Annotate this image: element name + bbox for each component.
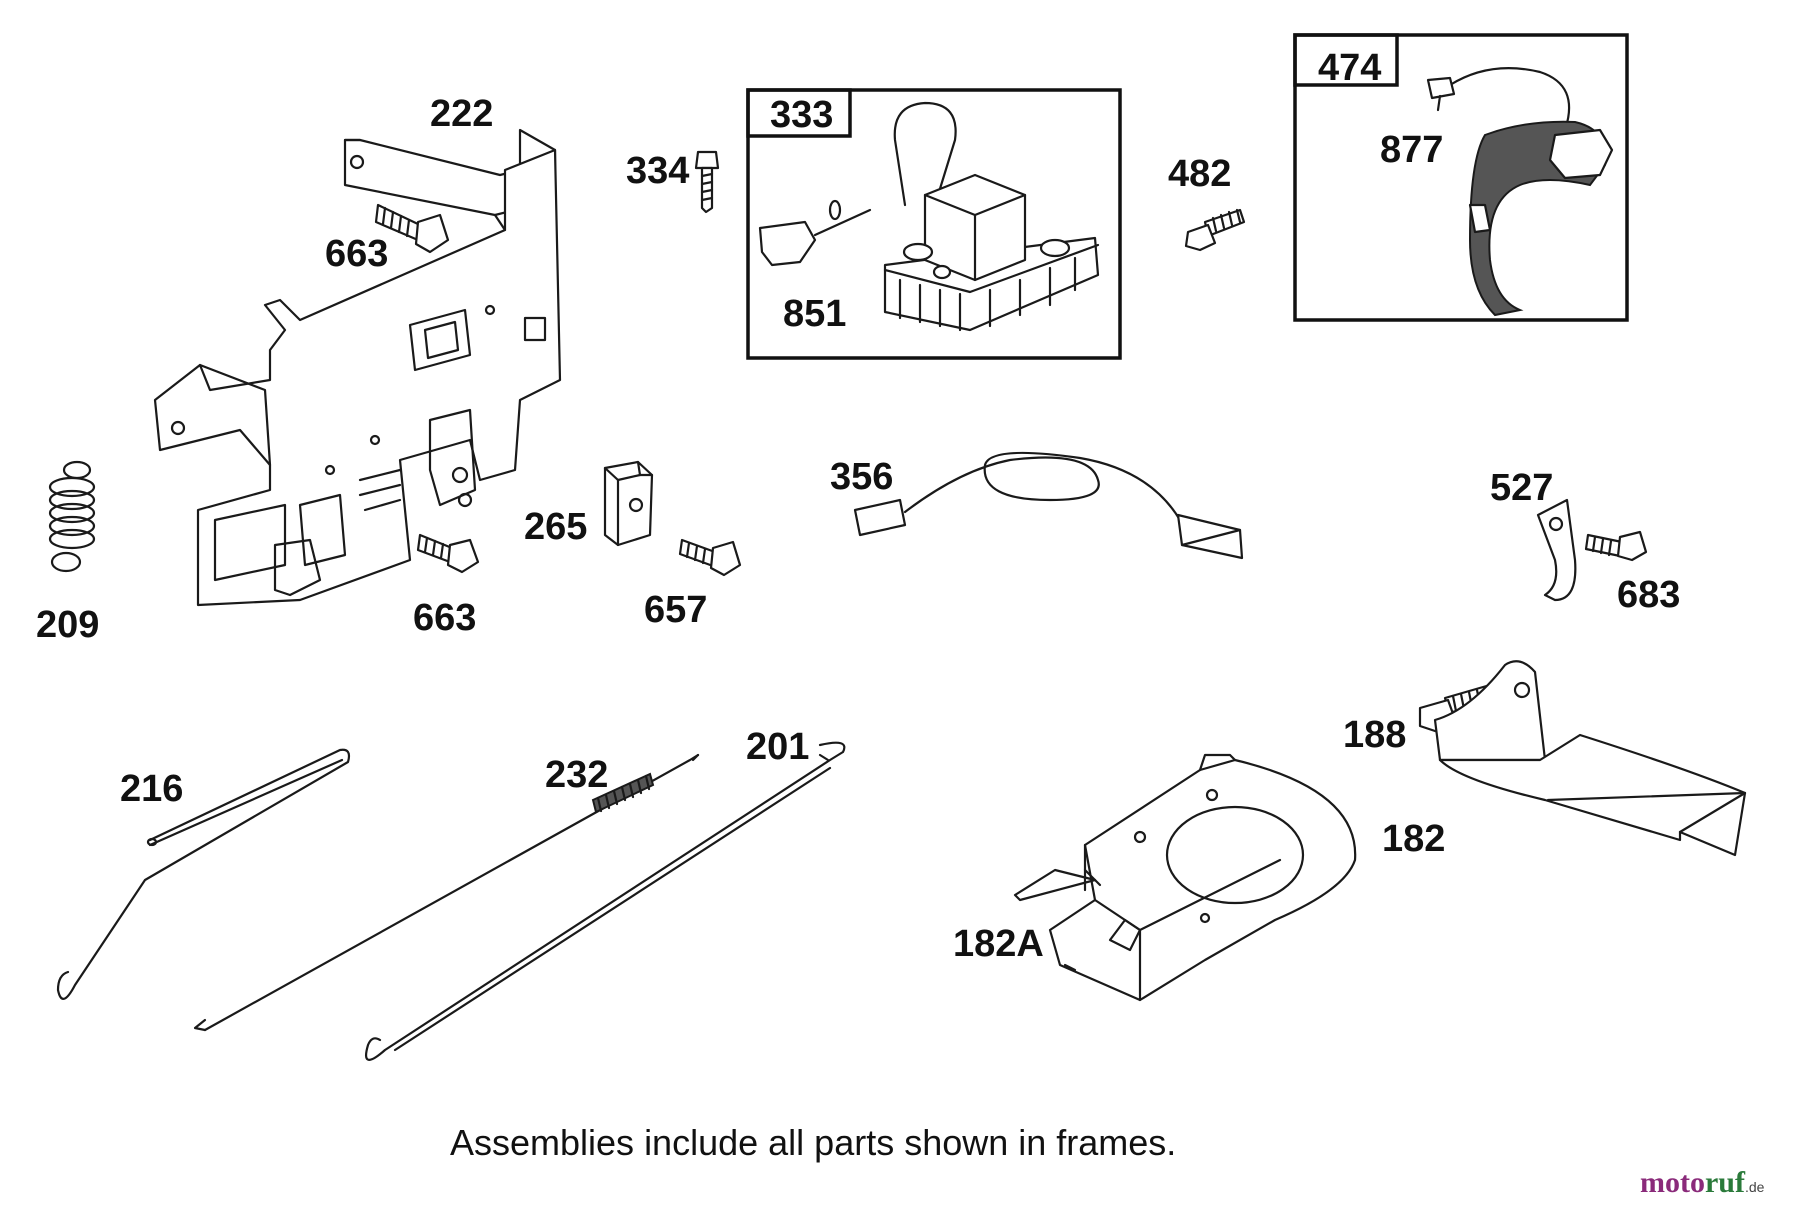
watermark-logo: motoruf.de (1640, 1166, 1765, 1199)
bracket-182a-drawing (1013, 753, 1357, 1002)
part-label-222: 222 (430, 93, 493, 135)
part-label-663-upper: 663 (325, 233, 388, 275)
part-label-683: 683 (1617, 574, 1680, 616)
part-label-851: 851 (783, 293, 846, 335)
frame-label-333: 333 (770, 94, 833, 136)
link-232-drawing (193, 753, 700, 1032)
part-label-216: 216 (120, 768, 183, 810)
clip-265-drawing (603, 460, 654, 547)
part-label-527: 527 (1490, 467, 1553, 509)
part-label-201: 201 (746, 726, 809, 768)
part-label-265: 265 (524, 506, 587, 548)
diagram-caption: Assemblies include all parts shown in fr… (450, 1122, 1176, 1163)
part-label-877: 877 (1380, 129, 1443, 171)
frame-333-drawing (746, 88, 1122, 360)
screw-683-drawing (1584, 530, 1648, 562)
screw-663-lower-drawing (416, 533, 480, 574)
clamp-527-drawing (1536, 498, 1577, 602)
part-label-663-lower: 663 (413, 597, 476, 639)
screw-663-upper-drawing (374, 203, 450, 254)
watermark-moto: moto (1640, 1166, 1705, 1199)
bracket-182-drawing (1433, 660, 1747, 857)
screw-334-drawing (694, 150, 720, 214)
spring-209-drawing (48, 460, 96, 573)
screw-482-drawing (1184, 208, 1246, 252)
part-label-657: 657 (644, 589, 707, 631)
watermark-ruf: ruf (1705, 1166, 1746, 1199)
part-label-482: 482 (1168, 153, 1231, 195)
link-216-drawing (56, 748, 351, 1000)
part-label-182: 182 (1382, 818, 1445, 860)
frame-label-474: 474 (1318, 47, 1381, 89)
wire-356-drawing (853, 451, 1244, 560)
part-label-356: 356 (830, 456, 893, 498)
svg-text:motoruf.de: motoruf.de (1640, 1166, 1765, 1199)
watermark-tld: .de (1745, 1179, 1765, 1195)
part-label-182a: 182A (953, 923, 1044, 965)
part-label-334: 334 (626, 150, 689, 192)
part-label-188: 188 (1343, 714, 1406, 756)
frame-474-drawing (1293, 33, 1629, 322)
control-bracket-drawing (153, 128, 562, 607)
part-label-232: 232 (545, 754, 608, 796)
part-label-209: 209 (36, 604, 99, 646)
rod-201-drawing (364, 741, 846, 1061)
screw-657-drawing (678, 538, 742, 577)
